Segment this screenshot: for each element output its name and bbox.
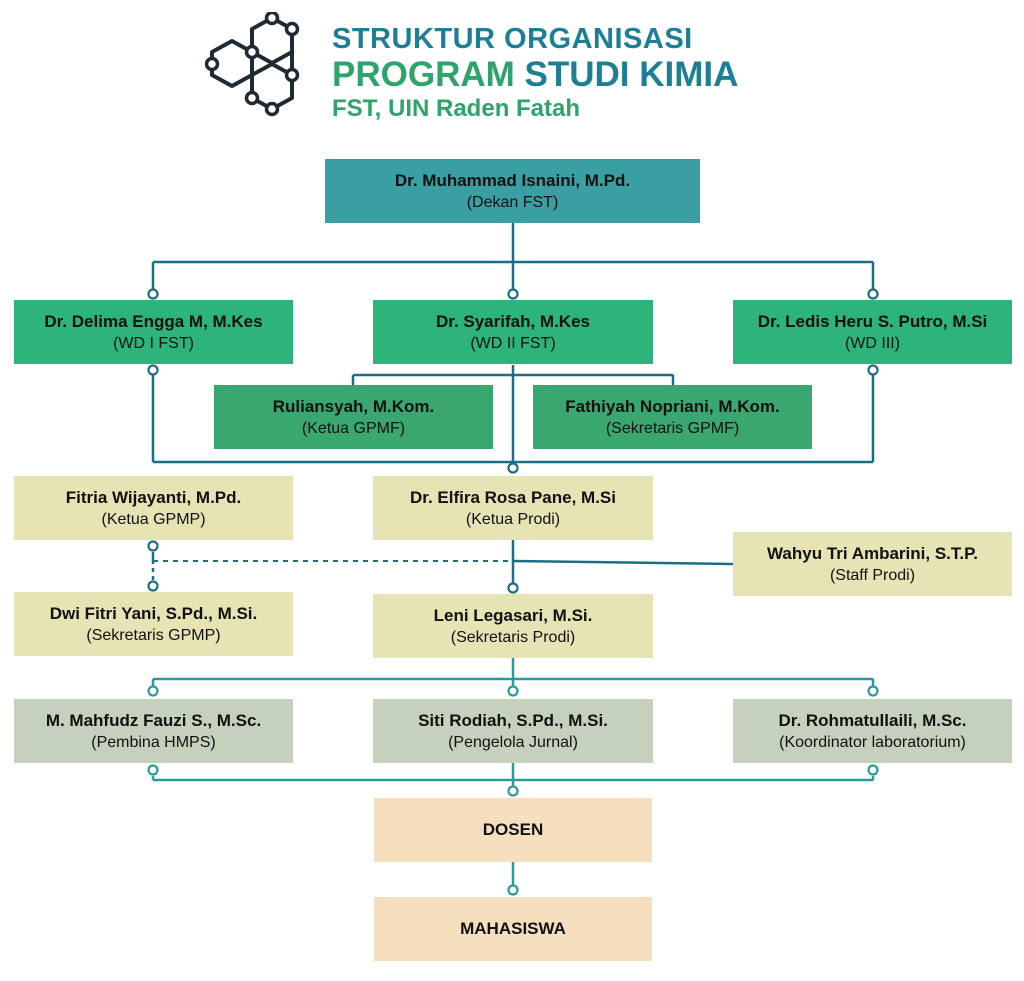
- node-koordinator-lab: Dr. Rohmatullaili, M.Sc. (Koordinator la…: [733, 699, 1012, 763]
- node-pembina-hmps: M. Mahfudz Fauzi S., M.Sc. (Pembina HMPS…: [14, 699, 293, 763]
- node-name: Dr. Elfira Rosa Pane, M.Si: [410, 487, 616, 507]
- title-program: PROGRAM: [332, 55, 515, 94]
- node-sekretaris-prodi: Leni Legasari, M.Si. (Sekretaris Prodi): [373, 594, 653, 658]
- node-role: (Sekretaris Prodi): [450, 628, 576, 646]
- node-mahasiswa: MAHASISWA: [374, 897, 652, 961]
- node-name: Fitria Wijayanti, M.Pd.: [65, 487, 242, 507]
- node-role: (WD II FST): [470, 334, 556, 352]
- node-name: Leni Legasari, M.Si.: [433, 605, 593, 625]
- node-name: Wahyu Tri Ambarini, S.T.P.: [767, 543, 978, 563]
- node-name: Dr. Muhammad Isnaini, M.Pd.: [394, 170, 631, 190]
- node-role: (Ketua Prodi): [465, 510, 561, 528]
- node-name: Dr. Delima Engga M, M.Kes: [44, 311, 263, 331]
- node-role: (Ketua GPMF): [301, 419, 406, 437]
- node-role: (Dekan FST): [466, 193, 559, 211]
- title-block: STRUKTUR ORGANISASI PROGRAM STUDI KIMIA …: [332, 22, 738, 124]
- node-sekretaris-gpmp: Dwi Fitri Yani, S.Pd., M.Si. (Sekretaris…: [14, 592, 293, 656]
- node-name: Dr. Syarifah, M.Kes: [435, 311, 590, 331]
- title-studi-kimia: STUDI KIMIA: [524, 55, 739, 94]
- node-role: (WD I FST): [113, 334, 194, 352]
- node-name: Siti Rodiah, S.Pd., M.Si.: [418, 710, 608, 730]
- node-wd3: Dr. Ledis Heru S. Putro, M.Si (WD III): [733, 300, 1012, 364]
- title-line-2: PROGRAM STUDI KIMIA: [332, 56, 738, 94]
- header: STRUKTUR ORGANISASI PROGRAM STUDI KIMIA …: [0, 0, 1024, 130]
- node-sekretaris-gpmf: Fathiyah Nopriani, M.Kom. (Sekretaris GP…: [533, 385, 812, 449]
- node-name: M. Mahfudz Fauzi S., M.Sc.: [45, 710, 262, 730]
- node-dekan: Dr. Muhammad Isnaini, M.Pd. (Dekan FST): [325, 159, 700, 223]
- node-ketua-prodi: Dr. Elfira Rosa Pane, M.Si (Ketua Prodi): [373, 476, 653, 540]
- node-dosen: DOSEN: [374, 798, 652, 862]
- node-name: DOSEN: [482, 820, 544, 839]
- node-role: (Pembina HMPS): [91, 733, 216, 751]
- node-role: (Sekretaris GPMF): [605, 419, 740, 437]
- node-role: (Pengelola Jurnal): [448, 733, 578, 751]
- node-role: (Staff Prodi): [829, 566, 916, 584]
- node-name: Ruliansyah, M.Kom.: [272, 396, 435, 416]
- node-ketua-gpmf: Ruliansyah, M.Kom. (Ketua GPMF): [214, 385, 493, 449]
- node-pengelola-jurnal: Siti Rodiah, S.Pd., M.Si. (Pengelola Jur…: [373, 699, 653, 763]
- node-name: Dwi Fitri Yani, S.Pd., M.Si.: [49, 603, 258, 623]
- node-name: Dr. Rohmatullaili, M.Sc.: [778, 710, 967, 730]
- node-role: (Koordinator laboratorium): [779, 733, 966, 751]
- node-staff-prodi: Wahyu Tri Ambarini, S.T.P. (Staff Prodi): [733, 532, 1012, 596]
- node-wd1: Dr. Delima Engga M, M.Kes (WD I FST): [14, 300, 293, 364]
- node-name: Fathiyah Nopriani, M.Kom.: [565, 396, 780, 416]
- node-ketua-gpmp: Fitria Wijayanti, M.Pd. (Ketua GPMP): [14, 476, 293, 540]
- node-name: Dr. Ledis Heru S. Putro, M.Si: [757, 311, 988, 331]
- node-role: (Ketua GPMP): [101, 510, 206, 528]
- title-line-1: STRUKTUR ORGANISASI: [332, 23, 693, 55]
- hexagon-molecule-icon: [205, 12, 300, 117]
- node-role: (Sekretaris GPMP): [86, 626, 221, 644]
- title-line-3: FST, UIN Raden Fatah: [332, 95, 581, 122]
- node-name: MAHASISWA: [460, 919, 566, 938]
- node-wd2: Dr. Syarifah, M.Kes (WD II FST): [373, 300, 653, 364]
- node-role: (WD III): [844, 334, 901, 352]
